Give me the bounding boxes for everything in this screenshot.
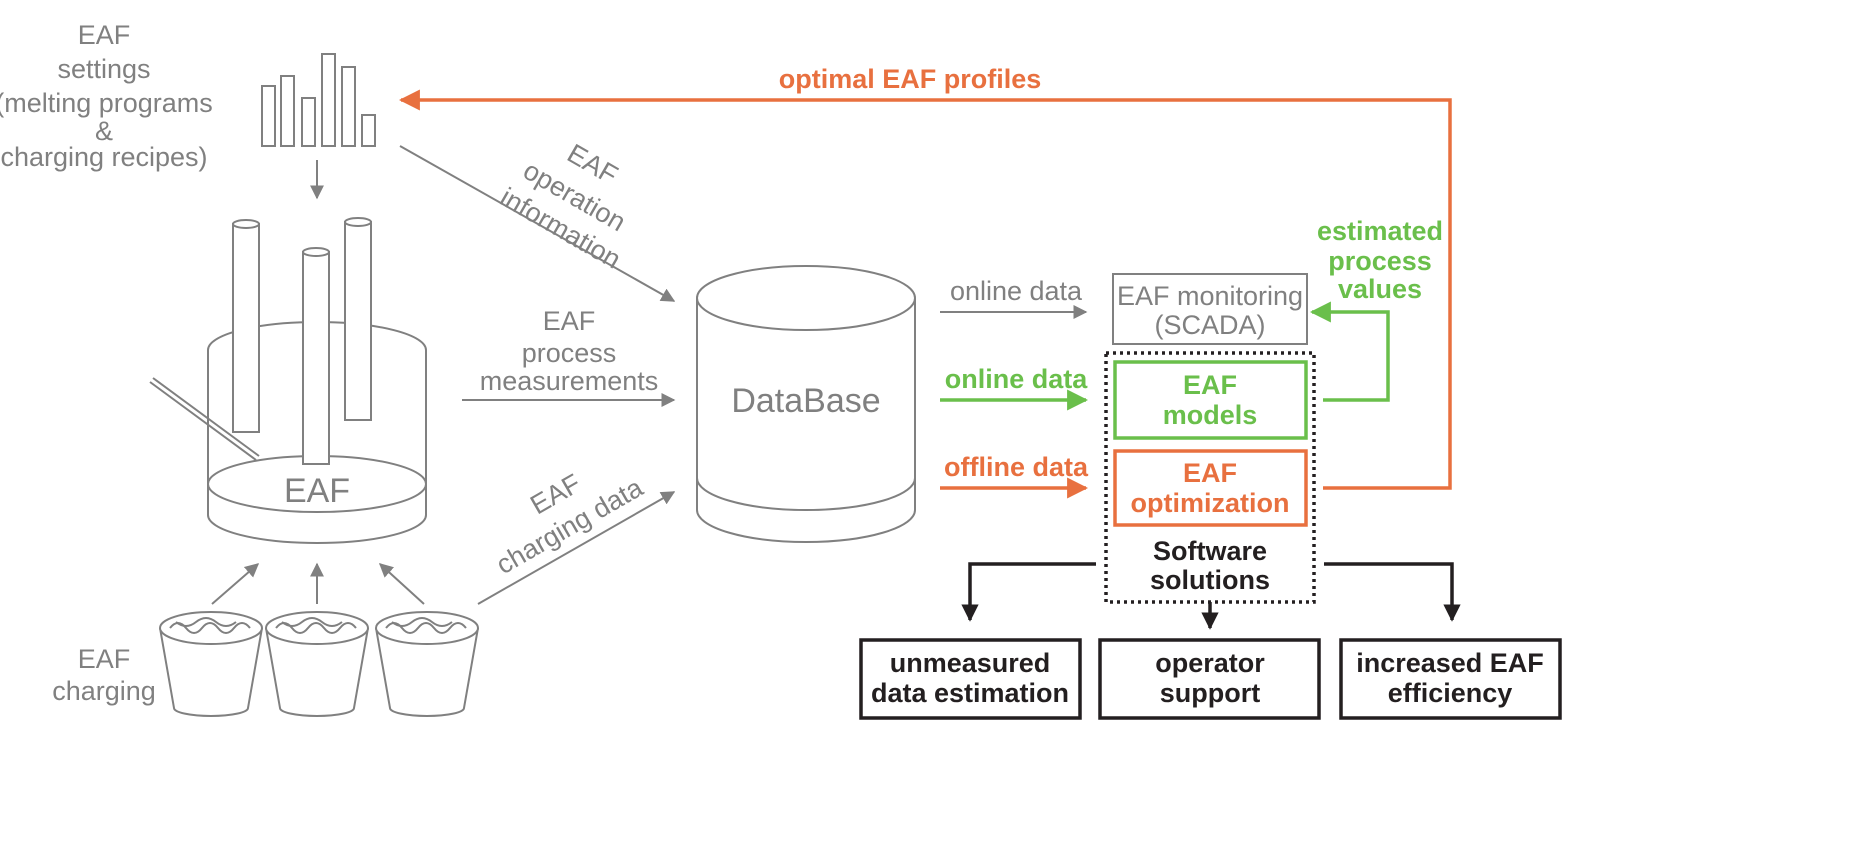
outcome-arrows [961, 562, 1461, 630]
outcome-box-operator [1098, 638, 1321, 720]
svg-text:operator: operator [1155, 648, 1265, 678]
outcome-label-operator: operator support [1155, 648, 1265, 708]
svg-text:process: process [522, 338, 617, 368]
svg-text:&: & [95, 116, 113, 146]
optimal-profiles-loop [398, 89, 1452, 490]
estimated-values-label: estimated process values [1317, 216, 1443, 304]
settings-bars-icon [261, 53, 376, 147]
offline-data-orange-label: offline data [944, 452, 1089, 482]
svg-text:optimization: optimization [1131, 488, 1290, 518]
svg-text:EAF: EAF [78, 20, 131, 50]
svg-text:models: models [1163, 400, 1258, 430]
eaf-furnace-icon [149, 217, 427, 544]
svg-text:solutions: solutions [1150, 565, 1270, 595]
svg-text:support: support [1160, 678, 1261, 708]
svg-text:estimated: estimated [1317, 216, 1443, 246]
svg-text:(melting programs: (melting programs [0, 88, 213, 118]
optimal-profiles-label: optimal EAF profiles [779, 64, 1042, 94]
process-measurements-label: EAF process measurements [480, 306, 659, 396]
bucket-1 [159, 611, 263, 717]
svg-text:unmeasured: unmeasured [890, 648, 1051, 678]
svg-text:EAF: EAF [78, 644, 131, 674]
models-box [1113, 360, 1308, 440]
eaf-furnace-label: EAF [284, 472, 350, 510]
outcome-box-efficiency [1339, 638, 1562, 720]
svg-text:Software: Software [1153, 536, 1267, 566]
outcome-box-unmeasured [859, 638, 1082, 720]
svg-text:data estimation: data estimation [871, 678, 1069, 708]
online-data-gray-label: online data [950, 276, 1083, 306]
database-label: DataBase [731, 382, 880, 420]
svg-text:values: values [1338, 274, 1422, 304]
svg-text:charging recipes): charging recipes) [0, 142, 207, 172]
database-cylinder [696, 265, 916, 543]
svg-text:EAF: EAF [543, 306, 596, 336]
optimization-box [1113, 449, 1308, 527]
monitoring-box [1112, 273, 1308, 345]
online-data-green-label: online data [945, 364, 1088, 394]
svg-text:(SCADA): (SCADA) [1154, 310, 1265, 340]
software-solutions-label: Software solutions [1150, 536, 1270, 595]
bucket-2 [265, 611, 369, 717]
optimization-label: EAF optimization [1131, 458, 1290, 518]
svg-text:EAF monitoring: EAF monitoring [1117, 281, 1303, 311]
charging-label: EAF charging [52, 644, 156, 706]
settings-label: EAF settings (melting programs & chargin… [0, 20, 213, 172]
charging-data-arrow [477, 491, 676, 605]
svg-text:measurements: measurements [480, 366, 659, 396]
bucket-3 [375, 611, 479, 717]
svg-text:process: process [1328, 246, 1432, 276]
svg-text:charging: charging [52, 676, 156, 706]
outcome-label-efficiency: increased EAF efficiency [1356, 648, 1544, 708]
svg-text:settings: settings [57, 54, 150, 84]
models-label: EAF models [1163, 370, 1258, 430]
outcome-label-unmeasured: unmeasured data estimation [871, 648, 1069, 708]
charging-buckets-icon [159, 611, 479, 717]
charging-arrows [211, 562, 425, 605]
svg-text:EAF: EAF [1183, 458, 1237, 488]
operation-info-arrow [399, 145, 676, 302]
svg-text:efficiency: efficiency [1388, 678, 1513, 708]
svg-text:EAF: EAF [1183, 370, 1237, 400]
operation-info-label: EAF operation information [495, 138, 631, 275]
monitoring-label: EAF monitoring (SCADA) [1117, 281, 1303, 340]
estimated-values-loop [1309, 301, 1390, 402]
charging-data-label: EAF charging data [491, 468, 649, 580]
svg-text:increased EAF: increased EAF [1356, 648, 1544, 678]
